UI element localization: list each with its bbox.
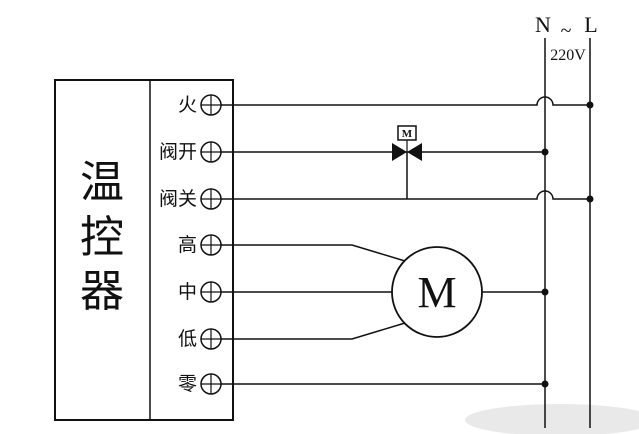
junction-dot (586, 101, 594, 109)
neutral-label: N (535, 12, 551, 37)
terminal-valve-open: 阀开 (159, 141, 222, 163)
terminal-label: 高 (178, 234, 197, 256)
junction-dot (541, 288, 549, 296)
wire-live-to-L (221, 96, 590, 106)
valve-left-triangle (392, 143, 407, 161)
terminal-medium: 中 (178, 281, 222, 303)
wire-high-to-motor (221, 244, 406, 262)
valve-right-triangle (407, 143, 422, 161)
terminal-label: 阀开 (159, 141, 197, 163)
valve-symbol: M (392, 125, 422, 161)
junction-dot (586, 195, 594, 203)
terminal-label: 中 (178, 281, 197, 303)
terminal-label: 零 (178, 374, 197, 395)
terminal-low: 低 (178, 328, 222, 350)
ac-symbol: ~ (561, 20, 572, 42)
voltage-label: 220V (550, 47, 586, 64)
valve-actuator-box (397, 125, 417, 141)
watermark-smudge (465, 404, 639, 434)
terminal-live: 火 (178, 94, 222, 116)
terminal-high: 高 (178, 234, 222, 256)
live-label: L (584, 12, 597, 37)
controller-box (54, 79, 234, 421)
terminal-label: 火 (178, 95, 197, 116)
terminal-valve-close: 阀关 (159, 188, 222, 210)
motor-label: M (417, 268, 456, 317)
motor: M (391, 246, 483, 338)
wire-valve-close-to-L (221, 190, 590, 200)
terminal-label: 阀关 (159, 188, 197, 210)
junction-dot (541, 380, 549, 388)
valve-actuator-label: M (402, 128, 413, 140)
terminal-label: 低 (178, 328, 197, 350)
terminal-neutral: 零 (178, 373, 222, 395)
motor-circle (391, 246, 483, 338)
junction-dot (541, 148, 549, 156)
wire-low-to-motor (221, 322, 406, 340)
